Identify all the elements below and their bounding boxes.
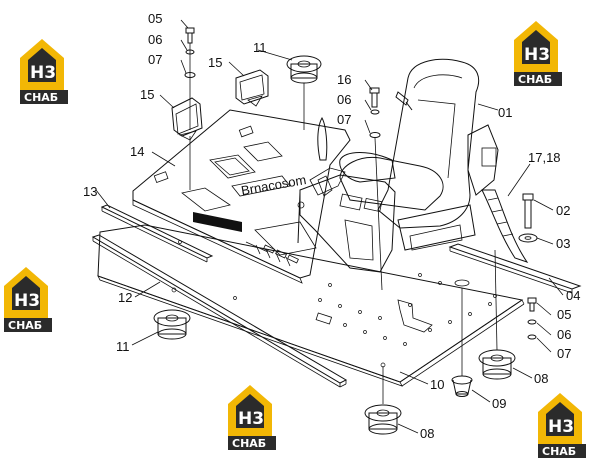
callout-07-right: 07 xyxy=(557,346,571,361)
side-rail-04 xyxy=(448,243,582,294)
callout-10: 10 xyxy=(430,377,444,392)
callout-labels: 05 06 07 11 15 15 16 06 07 01 14 13 17,1… xyxy=(83,11,580,441)
handle-15-left xyxy=(171,97,203,190)
callout-07-left: 07 xyxy=(148,52,162,67)
logo-word-text: СНАБ xyxy=(542,445,576,458)
bolt-stack-middle xyxy=(369,87,383,291)
watermark-logo-top-left: H3 СНАБ xyxy=(20,39,68,104)
callout-05-left: 05 xyxy=(148,11,162,26)
logo-word-text: СНАБ xyxy=(24,91,58,104)
grommet-09 xyxy=(451,288,473,397)
bolt-02 xyxy=(522,193,534,229)
mount-08-bottom xyxy=(364,366,402,435)
callout-06-middle: 06 xyxy=(337,92,351,107)
handle-15-right xyxy=(235,69,269,107)
callout-17-18: 17,18 xyxy=(528,150,561,165)
callout-07-middle: 07 xyxy=(337,112,351,127)
mount-08-right xyxy=(478,249,516,380)
washer-03 xyxy=(518,233,538,243)
callout-02: 02 xyxy=(556,203,570,218)
callout-11-left: 11 xyxy=(116,339,130,354)
callout-01: 01 xyxy=(498,105,512,120)
bolt-stack-right xyxy=(527,297,537,340)
logo-mark-text: H3 xyxy=(238,409,264,429)
callout-16: 16 xyxy=(337,72,351,87)
callout-04: 04 xyxy=(566,288,580,303)
callout-05-right: 05 xyxy=(557,307,571,322)
callout-11-top: 11 xyxy=(253,40,267,55)
logo-word-text: СНАБ xyxy=(232,437,266,450)
hose-17-18 xyxy=(481,189,529,263)
logo-mark-text: H3 xyxy=(524,45,550,65)
side-rail-12 xyxy=(91,234,348,388)
logo-mark-text: H3 xyxy=(14,291,40,311)
bolt-stack-left xyxy=(184,27,196,130)
callout-15-left: 15 xyxy=(140,87,154,102)
watermark-logo-bottom-center: H3 СНАБ xyxy=(228,385,276,450)
callout-06-right: 06 xyxy=(557,327,571,342)
watermark-logo-top-right: H3 СНАБ xyxy=(514,21,562,86)
mount-11-top xyxy=(286,55,322,130)
callout-06-left: 06 xyxy=(148,32,162,47)
callout-13: 13 xyxy=(83,184,97,199)
callout-03: 03 xyxy=(556,236,570,251)
logo-word-text: СНАБ xyxy=(518,73,552,86)
callout-15-right: 15 xyxy=(208,55,222,70)
watermark-logo-mid-left: H3 СНАБ xyxy=(4,267,52,332)
callout-12: 12 xyxy=(118,290,132,305)
logo-mark-text: H3 xyxy=(30,63,56,83)
operator-seat xyxy=(339,58,499,251)
control-console xyxy=(297,116,396,273)
base-plate xyxy=(97,224,525,387)
leader-lines xyxy=(95,19,564,434)
callout-08-right: 08 xyxy=(534,371,548,386)
callout-09: 09 xyxy=(492,396,506,411)
callout-08-bottom: 08 xyxy=(420,426,434,441)
floor-decal-text: Brnacosom xyxy=(240,172,307,198)
floor-edge-13 xyxy=(100,204,214,263)
logo-word-text: СНАБ xyxy=(8,319,42,332)
callout-14: 14 xyxy=(130,144,144,159)
watermark-logo-bottom-right: H3 СНАБ xyxy=(538,393,586,458)
logo-mark-text: H3 xyxy=(548,417,574,437)
mount-11-left xyxy=(153,309,191,340)
